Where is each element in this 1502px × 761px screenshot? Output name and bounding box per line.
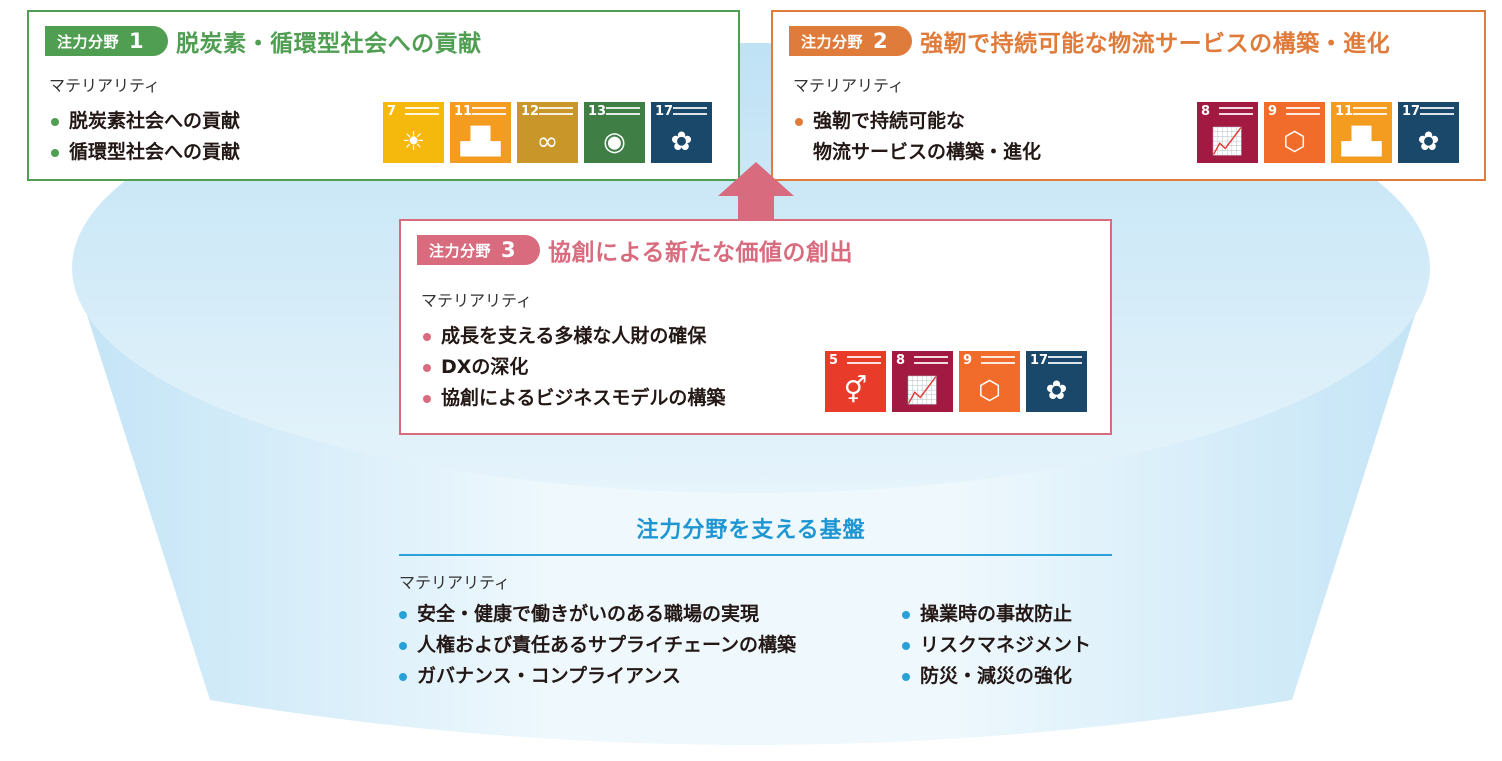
sdg-9-icon: 9⬡ — [1264, 102, 1325, 163]
focus-area-3-materiality-label: マテリアリティ — [421, 291, 533, 310]
sdg-9-icon: 9⬡ — [959, 351, 1020, 412]
focus-area-1-title: 脱炭素・循環型社会への貢献 — [176, 31, 482, 57]
focus-area-3-tag-label: 注力分野 — [429, 241, 492, 260]
list-item: リスクマネジメント — [902, 630, 1091, 661]
bullet-icon — [51, 148, 59, 157]
focus-area-2-number: 2 — [873, 29, 889, 53]
focus-area-2-header: 注力分野 2 強靭で持続可能な物流サービスの構築・進化 — [789, 24, 1390, 58]
bullet-icon — [423, 363, 431, 372]
focus-area-3-box: 注力分野 3 協創による新たな価値の創出 マテリアリティ 成長を支える多様な人財… — [399, 219, 1112, 435]
sdg-12-icon: 12∞ — [517, 102, 578, 163]
list-item: 操業時の事故防止 — [902, 599, 1091, 630]
sdg-17-icon: 17✿ — [651, 102, 712, 163]
up-arrow-icon — [718, 162, 794, 220]
list-item: 人権および責任あるサプライチェーンの構築 — [399, 630, 796, 661]
focus-area-2-tag-label: 注力分野 — [801, 32, 864, 51]
focus-area-1-sdgs: 7☀ 11▟▙ 12∞ 13◉ 17✿ — [383, 102, 712, 163]
sdg-8-icon: 8📈 — [1197, 102, 1258, 163]
list-item: 強靭で持続可能な — [795, 106, 1041, 137]
focus-area-1-box: 注力分野 1 脱炭素・循環型社会への貢献 マテリアリティ 脱炭素社会への貢献 循… — [27, 10, 740, 181]
bullet-icon — [51, 117, 59, 126]
base-items-right: 操業時の事故防止 リスクマネジメント 防災・減災の強化 — [902, 599, 1091, 692]
sdg-11-icon: 11▟▙ — [450, 102, 511, 163]
bullet-icon — [423, 394, 431, 403]
list-item: 循環型社会への貢献 — [51, 137, 240, 168]
sdg-13-icon: 13◉ — [584, 102, 645, 163]
bullet-icon — [795, 117, 803, 126]
focus-area-3-items: 成長を支える多様な人財の確保 DXの深化 協創によるビジネスモデルの構築 — [423, 321, 725, 414]
focus-area-3-tag: 注力分野 3 — [417, 235, 541, 265]
focus-area-2-title: 強靭で持続可能な物流サービスの構築・進化 — [920, 31, 1391, 57]
sdg-17-icon: 17✿ — [1398, 102, 1459, 163]
focus-area-2-items: 強靭で持続可能な 物流サービスの構築・進化 — [795, 106, 1041, 168]
bullet-icon — [399, 672, 407, 681]
bullet-icon — [423, 332, 431, 341]
focus-area-2-box: 注力分野 2 強靭で持続可能な物流サービスの構築・進化 マテリアリティ 強靭で持… — [771, 10, 1486, 181]
focus-area-1-items: 脱炭素社会への貢献 循環型社会への貢献 — [51, 106, 240, 168]
bullet-icon — [902, 641, 910, 650]
bullet-icon — [399, 641, 407, 650]
list-item: 防災・減災の強化 — [902, 661, 1091, 692]
sdg-8-icon: 8📈 — [892, 351, 953, 412]
focus-area-2-materiality-label: マテリアリティ — [793, 76, 905, 95]
focus-area-1-tag-label: 注力分野 — [57, 32, 120, 51]
sdg-5-icon: 5⚥ — [825, 351, 886, 412]
focus-area-1-materiality-label: マテリアリティ — [49, 76, 161, 95]
focus-area-3-number: 3 — [501, 238, 517, 262]
bullet-icon — [902, 610, 910, 619]
list-item: ガバナンス・コンプライアンス — [399, 661, 796, 692]
focus-area-2-sdgs: 8📈 9⬡ 11▟▙ 17✿ — [1197, 102, 1459, 163]
list-item: 脱炭素社会への貢献 — [51, 106, 240, 137]
focus-area-3-sdgs: 5⚥ 8📈 9⬡ 17✿ — [825, 351, 1087, 412]
base-divider — [399, 554, 1112, 556]
focus-area-3-header: 注力分野 3 協創による新たな価値の創出 — [417, 233, 853, 267]
sdg-11-icon: 11▟▙ — [1331, 102, 1392, 163]
focus-area-1-number: 1 — [129, 29, 145, 53]
focus-area-1-tag: 注力分野 1 — [45, 26, 169, 56]
sdg-7-icon: 7☀ — [383, 102, 444, 163]
focus-area-1-header: 注力分野 1 脱炭素・循環型社会への貢献 — [45, 24, 482, 58]
list-item: 協創によるビジネスモデルの構築 — [423, 383, 725, 414]
base-items-left: 安全・健康で働きがいのある職場の実現 人権および責任あるサプライチェーンの構築 … — [399, 599, 796, 692]
base-title: 注力分野を支える基盤 — [636, 518, 866, 543]
bullet-icon — [399, 610, 407, 619]
base-materiality-label: マテリアリティ — [399, 573, 511, 592]
list-item: 成長を支える多様な人財の確保 — [423, 321, 725, 352]
bullet-icon — [902, 672, 910, 681]
sdg-17-icon: 17✿ — [1026, 351, 1087, 412]
focus-area-2-tag: 注力分野 2 — [789, 26, 913, 56]
list-item: DXの深化 — [423, 352, 725, 383]
focus-area-3-title: 協創による新たな価値の創出 — [548, 240, 853, 266]
list-item: 物流サービスの構築・進化 — [813, 141, 1042, 163]
list-item: 安全・健康で働きがいのある職場の実現 — [399, 599, 796, 630]
